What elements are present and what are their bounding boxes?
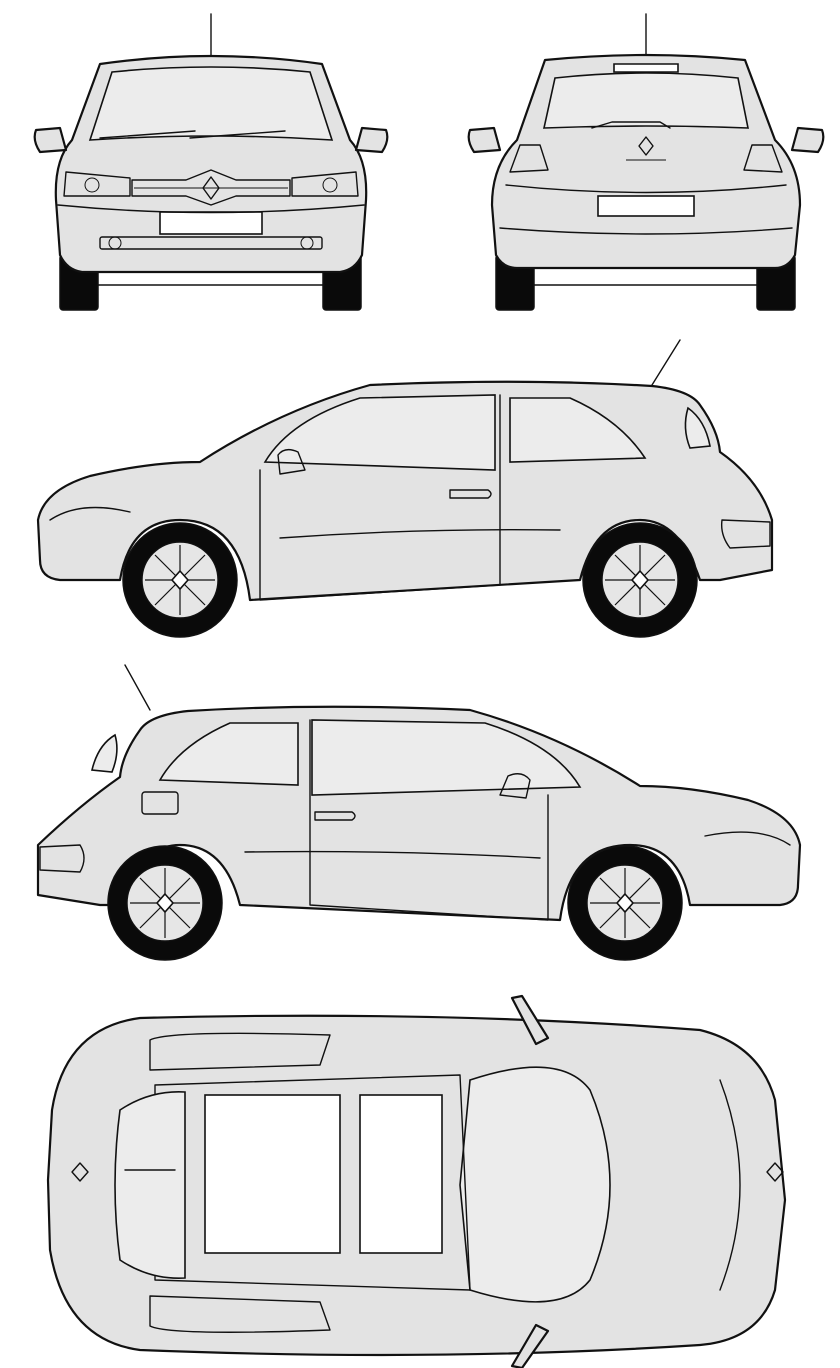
brand-emblem-front <box>202 176 220 200</box>
door-handle-right <box>314 811 356 821</box>
side-molding-left <box>279 528 561 539</box>
tail-light-side-right <box>39 844 85 873</box>
tail-light-left <box>509 144 549 173</box>
mirror-right <box>354 126 389 154</box>
front-door-outline <box>259 394 501 601</box>
wiper-left <box>99 130 196 139</box>
windshield-top <box>459 1066 611 1303</box>
tail-light-side-left <box>720 519 771 549</box>
brand-emblem-rear <box>638 136 654 156</box>
rear-mirror-left <box>467 126 502 154</box>
headlight-side-left <box>49 506 131 521</box>
side-molding-right <box>244 850 541 859</box>
right-side-view <box>36 664 802 961</box>
rear-view <box>467 13 825 311</box>
hubcap-emblem-front-right <box>615 892 635 914</box>
fog-light-right <box>300 236 314 250</box>
tail-light-right <box>743 144 783 173</box>
headlight-left <box>63 171 131 197</box>
hood-line <box>719 1079 741 1291</box>
hubcap-emblem-front-left <box>170 569 190 591</box>
side-antenna <box>651 339 681 386</box>
sunroof-front-panel <box>204 1094 341 1254</box>
brand-emblem-top-rear <box>71 1162 89 1182</box>
rear-quarter-glass <box>684 406 711 449</box>
door-handle-left <box>449 489 492 499</box>
wiper-right <box>189 130 286 139</box>
rear-quarter-glass-right <box>91 733 118 773</box>
side-mirror-right <box>499 773 531 799</box>
rear-wiper <box>591 121 671 129</box>
headlight-lens-left <box>84 177 100 193</box>
rear-window <box>542 72 749 129</box>
top-view <box>46 994 787 1368</box>
front-license-plate <box>159 211 263 235</box>
lower-air-intake <box>99 236 323 250</box>
rear-window-top <box>114 1091 186 1279</box>
rear-license-plate <box>597 195 695 217</box>
bumper-line <box>57 204 365 214</box>
right-window-top <box>149 1295 331 1333</box>
side-antenna-right <box>124 664 151 711</box>
side-mirror-left <box>277 448 306 475</box>
tailgate-line <box>505 184 787 194</box>
rear-side-window <box>509 397 647 463</box>
front-grille <box>131 169 291 206</box>
front-side-window <box>263 394 496 471</box>
hubcap-emblem-rear-left <box>630 569 650 591</box>
mirror-top-left <box>510 994 550 1046</box>
left-window-top <box>149 1032 331 1071</box>
headlight-side-right <box>704 831 791 846</box>
rear-bumper-line <box>499 227 793 235</box>
fog-light-left <box>108 236 122 250</box>
front-door-outline-right <box>309 719 549 921</box>
headlight-lens-right <box>322 177 338 193</box>
front-side-window-right <box>311 719 582 796</box>
front-view <box>33 13 389 311</box>
sunroof-rear-panel <box>359 1094 443 1254</box>
third-brake-light <box>613 63 679 73</box>
headlight-right <box>291 171 359 197</box>
mirror-left <box>33 126 68 154</box>
rear-side-window-right <box>158 722 299 786</box>
mirror-top-right <box>510 1323 550 1368</box>
hubcap-emblem-rear-right <box>155 892 175 914</box>
brand-emblem-top-front <box>766 1162 784 1182</box>
windshield <box>88 66 334 141</box>
fuel-door <box>141 791 179 815</box>
left-side-view <box>36 339 774 638</box>
rear-mirror-right <box>790 126 825 154</box>
